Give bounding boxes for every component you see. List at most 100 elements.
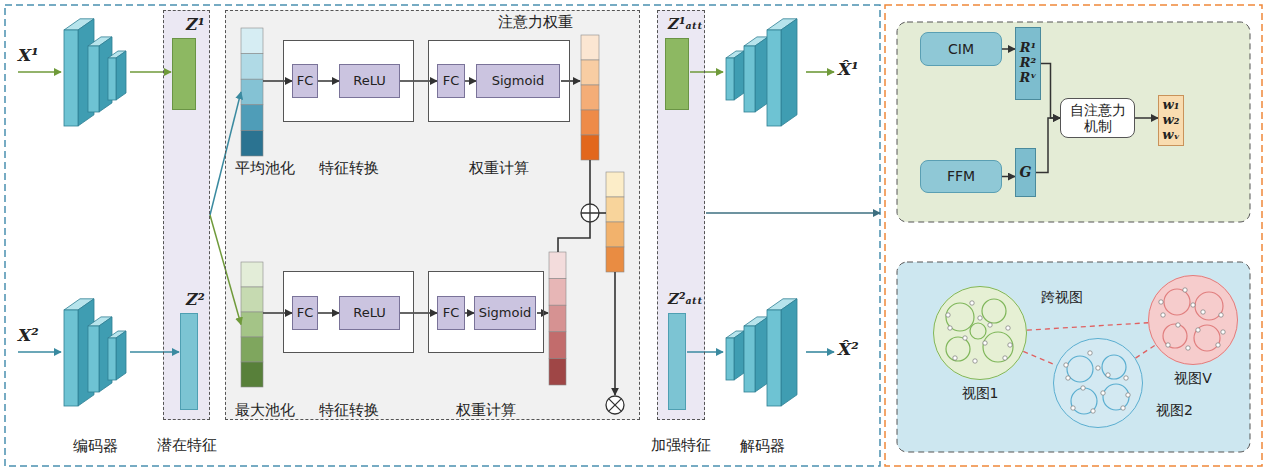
feature-symbol: R¹ [1020,41,1037,56]
cross-view-panel [897,262,1250,452]
flow-arrow [263,80,292,82]
enhanced-feature-bar: Z²ₐₜₜ [668,313,686,410]
section-label: 潜在特征 [157,437,217,454]
layer-slab-front [88,326,99,392]
step-label: 特征转换 [319,160,379,177]
sub-cluster [970,323,986,339]
sample-point [1166,343,1170,347]
weight-cell [581,135,599,160]
multiply-operator [606,396,624,414]
sample-point [1196,328,1200,332]
box-fill [225,10,640,420]
weight-symbol: wᵥ [1162,128,1180,143]
fc-layer: FC [292,64,318,98]
flow-arrow [400,80,437,82]
sub-cluster [1163,324,1187,348]
view-label: 视图V [1174,370,1212,386]
feature-symbol: Z² [186,291,205,309]
merge-line [589,160,591,204]
layer-name: ReLU [353,74,386,89]
layer-slab-side [755,317,768,392]
weight-cell [549,332,566,359]
pooling-cell [241,79,263,105]
fc-layer: FC [437,296,465,330]
feature-symbol: Z¹ [186,16,205,34]
pooling-vector: 平均池化 [241,28,263,156]
sub-cluster [1164,289,1190,315]
pooling-cell [241,262,263,287]
feature-arrow [687,351,723,353]
sample-point [978,316,982,320]
layer-name: FC [443,74,460,89]
sample-point [953,356,957,360]
sample-point [1219,313,1223,317]
box-fill [428,271,544,353]
section-label: 解码器 [740,438,785,455]
weight-cell [581,85,599,110]
cross-view-link [1023,351,1056,365]
sigmoid-layer: Sigmoid [476,64,560,98]
sub-cluster [1102,355,1126,379]
cross-view-link [1027,323,1148,330]
sub-cluster [1103,384,1129,410]
weight-arrow [561,80,580,82]
step-label: 权重计算 [456,402,516,419]
weight-symbol: w₁ [1163,98,1180,113]
illustration [5,5,1262,466]
flow-arrow [1135,117,1158,119]
box-fill [428,40,570,122]
layer-slab-side [781,19,797,126]
sample-point [988,323,992,327]
flow-arrow [400,312,437,314]
layer-slab-front [88,46,99,112]
view-cluster: 视图1 [933,286,1027,380]
relu-layer: ReLU [339,296,400,330]
flow-arrow [1041,64,1060,119]
sample-point [1161,313,1165,317]
sample-point [973,359,977,363]
cross-view-link [1136,345,1156,358]
flow-arrow [1036,118,1060,173]
cross-view-label: 跨视图 [1041,289,1083,305]
layer-slab-side [781,299,797,406]
feature-symbol: Z²ₐₜₜ [668,291,703,308]
layer-slab-front [108,338,116,380]
layer-slab-front [744,326,755,392]
layer-slab-side [755,37,768,112]
layer-slab-front [64,30,78,126]
flow-arrow [465,312,474,314]
pooling-cell [241,287,263,312]
sample-point [1096,366,1100,370]
weight-cell [606,247,624,272]
sub-cluster [983,332,1013,362]
layer-slab-front [726,58,734,100]
sample-point [1121,406,1125,410]
layer-slab-front [744,46,755,112]
module-name: 自注意力机制 [1064,102,1131,134]
view-label: 视图2 [1156,402,1193,418]
section-label: 加强特征 [651,437,711,454]
sample-point [1101,391,1105,395]
feature-vector: R¹R²Rᵛ [1015,27,1041,100]
layer-slab-side [734,51,744,100]
flow-arrow [465,80,476,82]
step-label: 最大池化 [235,402,295,419]
pooling-cell [241,105,263,131]
weight-cell [606,172,624,197]
input-symbol: X¹ [18,46,39,66]
step-label: 平均池化 [235,160,295,177]
self-attention-box: 自注意力机制 [1060,98,1135,138]
sample-point [1159,300,1163,304]
pooling-cell [241,362,263,387]
sample-point [1066,376,1070,380]
sample-point [983,341,987,345]
view-cluster: 视图V [1148,275,1238,365]
pooling-cell [241,28,263,54]
feature-arrow [130,351,179,353]
layer-name: Sigmoid [492,74,545,89]
flow-arrow [318,312,339,314]
output-arrow [806,351,834,353]
sample-point [1088,351,1092,355]
merge-line [558,222,590,252]
sub-cluster [946,303,974,331]
